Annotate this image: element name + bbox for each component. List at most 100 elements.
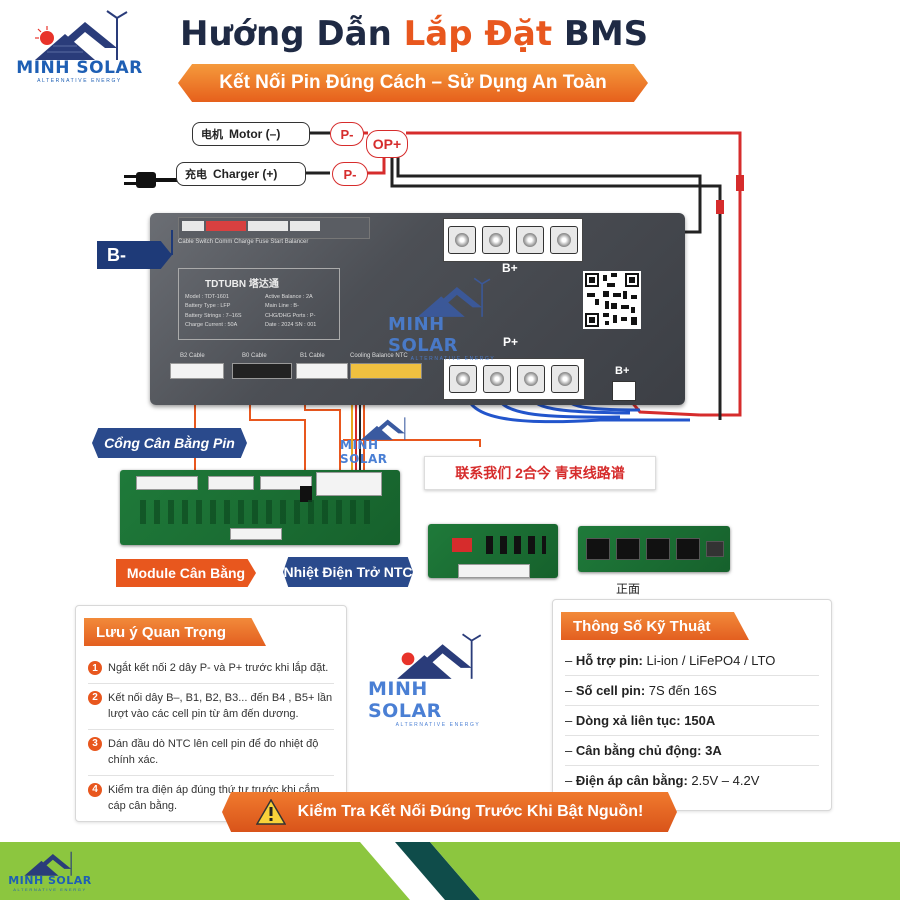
logo-name: MINH SOLAR: [340, 438, 388, 466]
port-label: B1 Cable: [300, 353, 325, 359]
port-label: B2 Cable: [180, 353, 205, 359]
b-plus-terminal: [448, 226, 476, 254]
charger-chinese-label: 充电: [185, 169, 207, 181]
spec-item: – Hỗ trợ pin: Li-ion / LiFePO4 / LTO: [565, 646, 819, 676]
specs-title: Thông Số Kỹ Thuật: [561, 612, 749, 640]
logo-name: MINH SOLAR: [388, 314, 459, 356]
logo-tagline: ALTERNATIVE ENERGY: [410, 356, 496, 362]
p-plus-terminal: [483, 365, 511, 393]
logo-tagline: ALTERNATIVE ENERGY: [13, 887, 87, 892]
warning-icon: [255, 799, 286, 825]
p-plus-terminal: [449, 365, 477, 393]
rj-caption: 正面: [616, 582, 641, 596]
specs-list: – Hỗ trợ pin: Li-ion / LiFePO4 / LTO – S…: [553, 640, 831, 801]
logo-name: MINH SOLAR: [368, 678, 442, 722]
balance-port-connector: [232, 363, 292, 379]
pcb-components: [140, 500, 370, 524]
warning-text: Kiểm Tra Kết Nối Đúng Trước Khi Bật Nguồ…: [297, 803, 644, 820]
rj-port: [676, 538, 700, 560]
balance-port-tag: Cổng Cân Bằng Pin: [92, 428, 247, 458]
p-plus-terminal-block: [443, 358, 585, 400]
logo-watermark-board: MINH SOLAR ALTERNATIVE ENERGY: [388, 276, 518, 362]
pcb-chip: [300, 486, 312, 502]
balance-port-connector: [170, 363, 224, 379]
b-plus-terminal-block: [443, 218, 583, 262]
solar-house-icon: [34, 10, 128, 60]
logo-footer: MINH SOLAR ALTERNATIVE ENERGY: [8, 846, 92, 892]
motor-tag: 电机 Motor (–): [192, 122, 310, 146]
op-plus-connector: OP+: [366, 130, 408, 158]
ntc-connector: [458, 564, 530, 578]
specs-panel: Thông Số Kỹ Thuật – Hỗ trợ pin: Li-ion /…: [552, 599, 832, 811]
logo-watermark-mid: MINH SOLAR: [340, 412, 430, 466]
p-plus-terminal: [551, 365, 579, 393]
rj-port: [706, 541, 724, 557]
bms-board: Cable Switch Comm Charge Fuse Start Bala…: [150, 213, 685, 405]
ntc-chips: [486, 536, 546, 554]
board-brand: TDTUBN 塔达通: [205, 279, 279, 290]
rj-port-board: [578, 526, 730, 572]
charger-tag: 充电 Charger (+): [176, 162, 306, 186]
qr-code: [583, 271, 641, 329]
rj-port: [586, 538, 610, 560]
balance-module-pcb: [120, 470, 400, 545]
p-plus-terminal: [517, 365, 545, 393]
p-plus-label: P+: [503, 335, 519, 349]
ntc-tag: Nhiệt Điện Trở NTC: [283, 557, 413, 587]
logo-top-left: MINH SOLAR ALTERNATIVE ENERGY: [12, 8, 147, 84]
solar-house-icon: [24, 851, 72, 876]
motor-p-minus-connector: P-: [330, 122, 364, 146]
board-header-strip: [178, 217, 370, 239]
spec-item: – Điện áp cân bằng: 2.5V – 4.2V: [565, 773, 760, 788]
b-plus-terminal: [482, 226, 510, 254]
b-minus-pointer: [150, 230, 173, 255]
charger-p-minus-connector: P-: [332, 162, 368, 186]
b-plus-terminal: [516, 226, 544, 254]
solar-house-icon: [360, 417, 406, 440]
port-label: Cooling Balance NTC: [350, 353, 408, 359]
ntc-port-connector: [350, 363, 422, 379]
plug-icon: [124, 172, 180, 188]
board-header-text: Cable Switch Comm Charge Fuse Start Bala…: [178, 239, 309, 245]
spec-item: – Cân bằng chủ động: 3A: [565, 736, 819, 766]
solar-house-icon: [417, 277, 491, 317]
logo-name: MINH SOLAR: [16, 58, 143, 78]
logo-center: MINH SOLAR ALTERNATIVE ENERGY: [368, 630, 508, 728]
solar-house-icon: [397, 633, 482, 679]
rj-ports: [586, 538, 724, 560]
balance-port-connector: [296, 363, 348, 379]
ntc-board: [428, 524, 558, 578]
board-label-plate: [178, 268, 340, 340]
b-plus-label-top: B+: [502, 261, 518, 275]
subtitle-banner: Kết Nối Pin Đúng Cách – Sử Dụng An Toàn: [178, 64, 648, 102]
b-plus-terminal: [550, 226, 578, 254]
pcb-connector: [230, 528, 282, 540]
balance-module-tag: Module Cân Bằng: [116, 559, 256, 587]
port-label: B0 Cable: [242, 353, 267, 359]
logo-tagline: ALTERNATIVE ENERGY: [395, 722, 481, 728]
footer-band: [0, 842, 900, 900]
charger-label: Charger (+): [213, 167, 278, 181]
notes-title: Lưu ý Quan Trọng: [84, 618, 266, 646]
logo-tagline: ALTERNATIVE ENERGY: [37, 78, 122, 84]
chinese-note-text: 联系我们 2合今 青束线路谱: [455, 465, 625, 481]
warning-banner: Kiểm Tra Kết Nối Đúng Trước Khi Bật Nguồ…: [222, 792, 677, 832]
pcb-connector: [136, 476, 198, 490]
pcb-connector: [260, 476, 312, 490]
spec-item: – Số cell pin: 7S đến 16S: [565, 676, 819, 706]
pcb-connector: [316, 472, 382, 496]
motor-label: Motor (–): [229, 127, 281, 141]
spec-item: – Dòng xả liên tục: 150A: [565, 706, 819, 736]
rj-port: [616, 538, 640, 560]
rj-port: [646, 538, 670, 560]
ntc-switch: [452, 538, 472, 552]
pcb-connector: [208, 476, 254, 490]
